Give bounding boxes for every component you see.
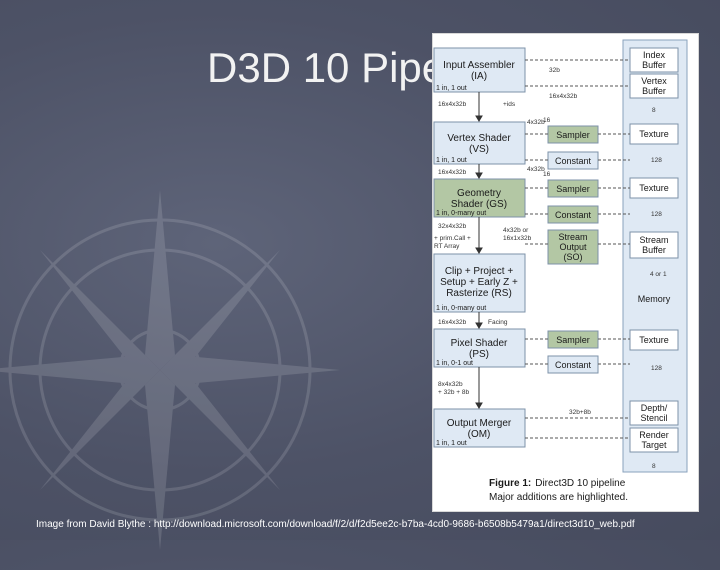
vs-label-1: Vertex Shader bbox=[447, 133, 511, 144]
bus-om-stencil: 32b+8b bbox=[569, 409, 591, 416]
bus-ia-ids: +ids bbox=[503, 101, 516, 108]
bus-ia-index: 32b bbox=[549, 67, 560, 74]
rs-note: 1 in, 0-many out bbox=[436, 305, 486, 312]
bus-ps-in: 16x4x32b bbox=[438, 319, 467, 326]
depth-stencil-label-2: Stencil bbox=[640, 413, 667, 423]
vertex-buffer-label-2: Buffer bbox=[642, 86, 666, 96]
texture-vs-label: Texture bbox=[639, 129, 669, 139]
texture-ps-label: Texture bbox=[639, 335, 669, 345]
ia-note: 1 in, 1 out bbox=[436, 85, 467, 92]
memory-label: Memory bbox=[638, 294, 671, 304]
caption-text: Direct3D 10 pipeline bbox=[535, 478, 625, 489]
so-label-2: Output bbox=[559, 242, 587, 252]
stream-buffer-label-1: Stream bbox=[639, 235, 668, 245]
stream-output-box bbox=[547, 229, 599, 265]
caption-label: Figure 1: bbox=[489, 478, 531, 489]
bus-rt-count: 8 bbox=[652, 463, 656, 470]
stream-buffer-label-2: Buffer bbox=[642, 245, 666, 255]
stage-gs bbox=[433, 178, 526, 218]
ps-label-2: (PS) bbox=[469, 349, 489, 360]
render-target-box bbox=[629, 427, 679, 453]
stream-buffer-box bbox=[629, 231, 679, 259]
stage-ps bbox=[433, 328, 526, 368]
index-buffer-box bbox=[629, 47, 679, 73]
bus-ia-vertex: 16x4x32b bbox=[549, 93, 578, 100]
render-target-label-1: Render bbox=[639, 430, 669, 440]
om-note: 1 in, 1 out bbox=[436, 440, 467, 447]
gs-label-2: Shader (GS) bbox=[451, 199, 507, 210]
rs-label-3: Rasterize (RS) bbox=[446, 288, 512, 299]
texture-gs-label: Texture bbox=[639, 183, 669, 193]
stage-vs bbox=[433, 121, 526, 165]
bus-so-count: 4 or 1 bbox=[650, 271, 667, 278]
bus-gs-so: 4x32b or bbox=[503, 227, 529, 234]
pipeline-figure: Input Assembler (IA) Vertex Shader (VS) … bbox=[432, 33, 699, 512]
bus-vs-in: 4x32b bbox=[527, 119, 545, 126]
stage-om bbox=[433, 408, 526, 448]
vs-note: 1 in, 1 out bbox=[436, 157, 467, 164]
so-label-1: Stream bbox=[558, 232, 587, 242]
gs-label-1: Geometry bbox=[457, 188, 501, 199]
ps-label-1: Pixel Shader bbox=[451, 338, 508, 349]
bus-om-in: 8x4x32b bbox=[438, 381, 463, 388]
index-buffer-label-2: Buffer bbox=[642, 60, 666, 70]
gs-note: 1 in, 0-many out bbox=[436, 210, 486, 217]
om-label-2: (OM) bbox=[468, 429, 491, 440]
rs-label-1: Clip + Project + bbox=[445, 266, 514, 277]
bus-gs-in: 32x4x32b bbox=[438, 223, 467, 230]
bus-vs-sampler: 16 bbox=[543, 117, 551, 124]
om-label-1: Output Merger bbox=[447, 418, 512, 429]
caption-line2: Major additions are highlighted. bbox=[489, 492, 628, 503]
constant-vs-label: Constant bbox=[555, 156, 592, 166]
vertex-buffer-box bbox=[629, 73, 679, 99]
bus-gs-so2: 16x1x32b bbox=[503, 235, 532, 242]
bus-ps-texture-count: 128 bbox=[651, 365, 662, 372]
bus-vertex-buffer-count: 8 bbox=[652, 107, 656, 114]
render-target-label-2: Target bbox=[641, 440, 667, 450]
compass-watermark bbox=[0, 190, 340, 550]
bus-vs-gs: 16x4x32b bbox=[438, 169, 467, 176]
constant-gs-label: Constant bbox=[555, 210, 592, 220]
vertex-buffer-label-1: Vertex bbox=[641, 76, 667, 86]
bus-rs-rt: RT Array bbox=[434, 243, 460, 250]
bus-om-depth: + 32b + 8b bbox=[438, 389, 469, 396]
sampler-vs-label: Sampler bbox=[556, 130, 590, 140]
image-credit: Image from David Blythe : http://downloa… bbox=[36, 519, 635, 530]
constant-ps-label: Constant bbox=[555, 360, 592, 370]
depth-stencil-box bbox=[629, 400, 679, 426]
stage-rs bbox=[433, 253, 526, 313]
bus-gs-texture-count: 128 bbox=[651, 211, 662, 218]
sampler-ps-label: Sampler bbox=[556, 335, 590, 345]
bus-vs-constant: 16 bbox=[543, 171, 551, 178]
so-label-3: (SO) bbox=[564, 252, 583, 262]
bus-rs-prims: + prim.Call + bbox=[434, 235, 471, 242]
vs-label-2: (VS) bbox=[469, 144, 489, 155]
bus-ia-counts: 16x4x32b bbox=[438, 101, 467, 108]
bus-ps-facing: Facing bbox=[488, 319, 508, 326]
bus-vs-constant-size: 4x32b bbox=[527, 166, 545, 173]
svg-text:Figure 1:Direct3D 10 pipeline: Figure 1: Direct3D 10 pipeline bbox=[489, 478, 626, 489]
bus-vs-texture-count: 128 bbox=[651, 157, 662, 164]
ia-label-1: Input Assembler bbox=[443, 60, 515, 71]
depth-stencil-label-1: Depth/ bbox=[641, 403, 668, 413]
index-buffer-label-1: Index bbox=[643, 50, 666, 60]
rs-label-2: Setup + Early Z + bbox=[440, 277, 518, 288]
texture-ps-box bbox=[629, 329, 679, 351]
ia-label-2: (IA) bbox=[471, 71, 487, 82]
ps-note: 1 in, 0-1 out bbox=[436, 360, 473, 367]
stage-ia bbox=[433, 47, 526, 93]
sampler-gs-label: Sampler bbox=[556, 184, 590, 194]
